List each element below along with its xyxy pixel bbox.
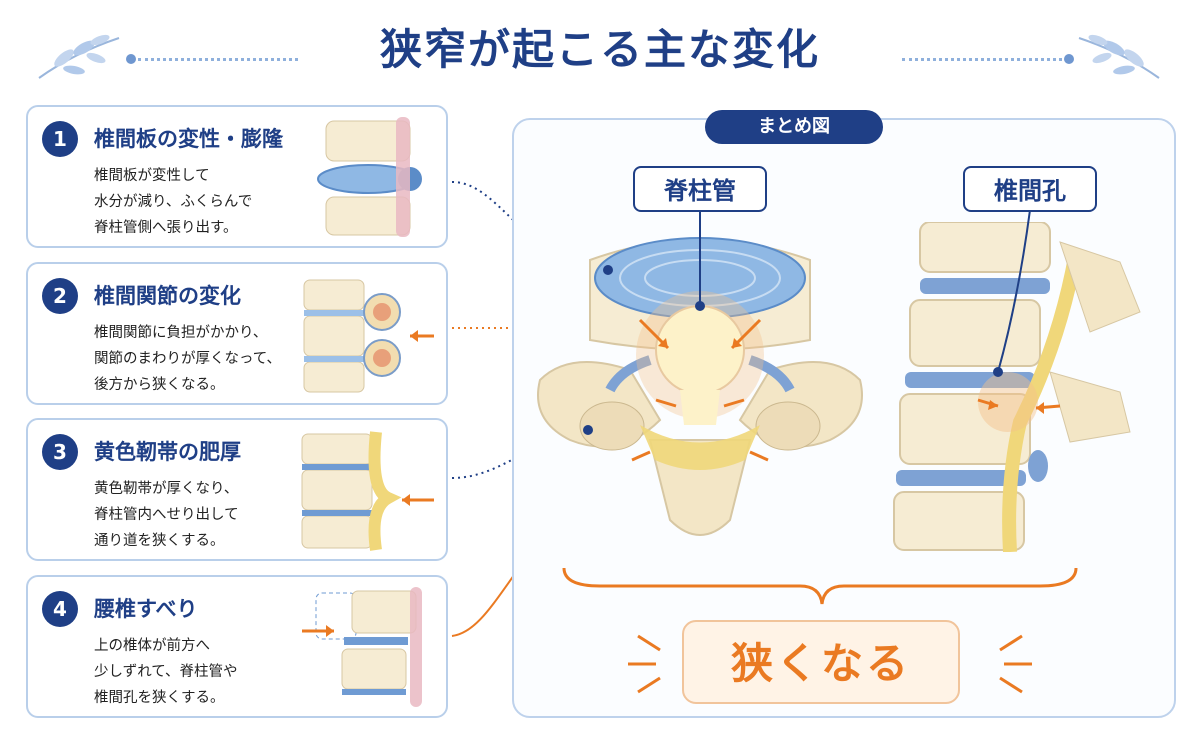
step-number-badge: 3 <box>42 434 78 470</box>
ligament-thickening-illustration <box>301 431 434 551</box>
cause-description: 椎間板が変性して 水分が減り、ふくらんで 脊柱管側へ張り出す。 <box>94 168 253 236</box>
result-narrowing: 狭くなる <box>682 620 960 704</box>
step-number-badge: 2 <box>42 278 78 314</box>
disc-bulge-illustration <box>317 117 422 237</box>
cause-title: 椎間関節の変化 <box>94 284 241 308</box>
step-number-badge: 4 <box>42 591 78 627</box>
title-dot-left <box>126 54 136 64</box>
facet-joint-illustration <box>303 279 434 393</box>
cause-card-facet-joint: 2 椎間関節の変化 椎間関節に負担がかかり、 関節のまわりが厚くなって、 後方か… <box>26 262 448 405</box>
cause-card-disc: 1 椎間板の変性・膨隆 椎間板が変性して 水分が減り、ふくらんで 脊柱管側へ張り… <box>26 105 448 248</box>
label-spinal-canal: 脊柱管 <box>633 166 767 212</box>
cause-card-ligament: 3 黄色靭帯の肥厚 黄色靭帯が厚くなり、 脊柱管内へせり出して 通り道を狭くする… <box>26 418 448 561</box>
title-dot-right <box>1064 54 1074 64</box>
cause-title: 黄色靭帯の肥厚 <box>94 440 241 464</box>
title-divider-right <box>902 58 1062 61</box>
step-number-badge: 1 <box>42 121 78 157</box>
leaf-icon-left <box>38 34 120 79</box>
cause-description: 椎間関節に負担がかかり、 関節のまわりが厚くなって、 後方から狭くなる。 <box>94 325 282 393</box>
label-intervertebral-foramen: 椎間孔 <box>963 166 1097 212</box>
cause-title: 腰椎すべり <box>94 597 198 621</box>
cause-description: 上の椎体が前方へ 少しずれて、脊柱管や 椎間孔を狭くする。 <box>94 638 238 706</box>
vertebral-slip-illustration <box>302 587 422 707</box>
title-divider-left <box>138 58 298 61</box>
cause-title: 椎間板の変性・膨隆 <box>94 127 283 151</box>
summary-badge: まとめ図 <box>705 110 883 144</box>
cause-card-spondylolisthesis: 4 腰椎すべり 上の椎体が前方へ 少しずれて、脊柱管や 椎間孔を狭くする。 <box>26 575 448 718</box>
cause-description: 黄色靭帯が厚くなり、 脊柱管内へせり出して 通り道を狭くする。 <box>94 481 239 549</box>
page-title: 狭窄が起こる主な変化 <box>379 25 820 74</box>
burst-lines-icon <box>628 634 1032 694</box>
summary-brace <box>562 567 1078 605</box>
leaf-icon-right <box>1078 34 1160 79</box>
